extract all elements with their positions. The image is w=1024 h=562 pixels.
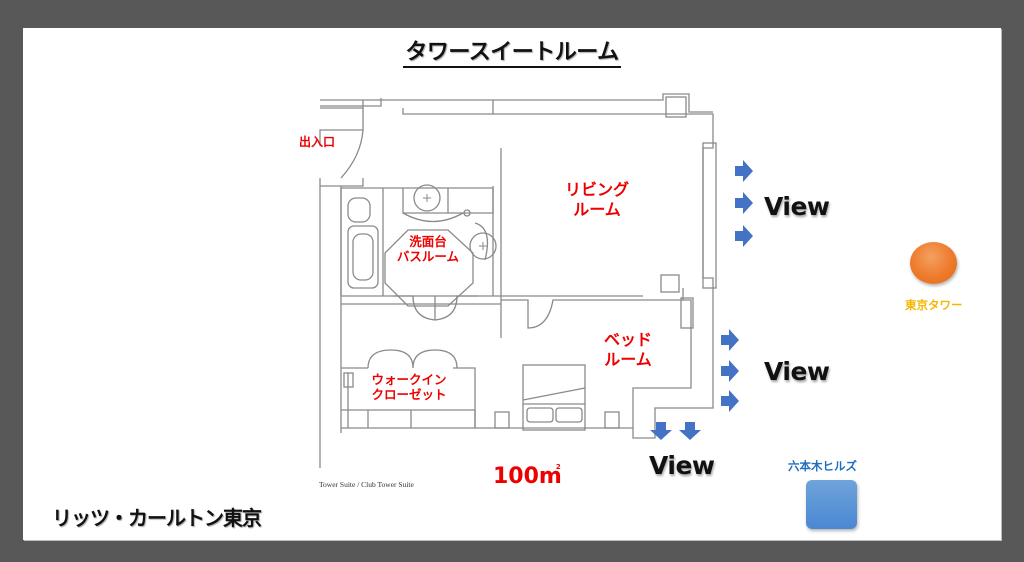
view-label-bedroom-down: View	[649, 451, 715, 480]
bathroom-label: 洗面台 バスルーム	[396, 234, 460, 265]
slide: タワースイートルーム	[23, 28, 1001, 540]
tokyo-tower-marker	[910, 242, 957, 284]
bedroom-label: ベッド ルーム	[603, 330, 652, 369]
slide-title: タワースイートルーム	[23, 34, 1001, 68]
floor-plan	[319, 93, 753, 468]
plan-caption: Tower Suite / Club Tower Suite	[319, 480, 414, 489]
entrance-label: 出入口	[299, 135, 336, 149]
roppongi-hills-label: 六本木ヒルズ	[788, 459, 857, 473]
living-room-label: リビング ルーム	[564, 180, 629, 219]
tokyo-tower-label: 東京タワー	[905, 298, 963, 312]
area-label: 100m2	[493, 462, 562, 489]
hotel-name: リッツ・カールトン東京	[52, 506, 262, 530]
roppongi-hills-marker	[806, 480, 857, 529]
view-label-bedroom-right: View	[764, 357, 830, 386]
closet-label: ウォークイン クローゼット	[371, 372, 447, 403]
view-label-living: View	[764, 192, 830, 221]
